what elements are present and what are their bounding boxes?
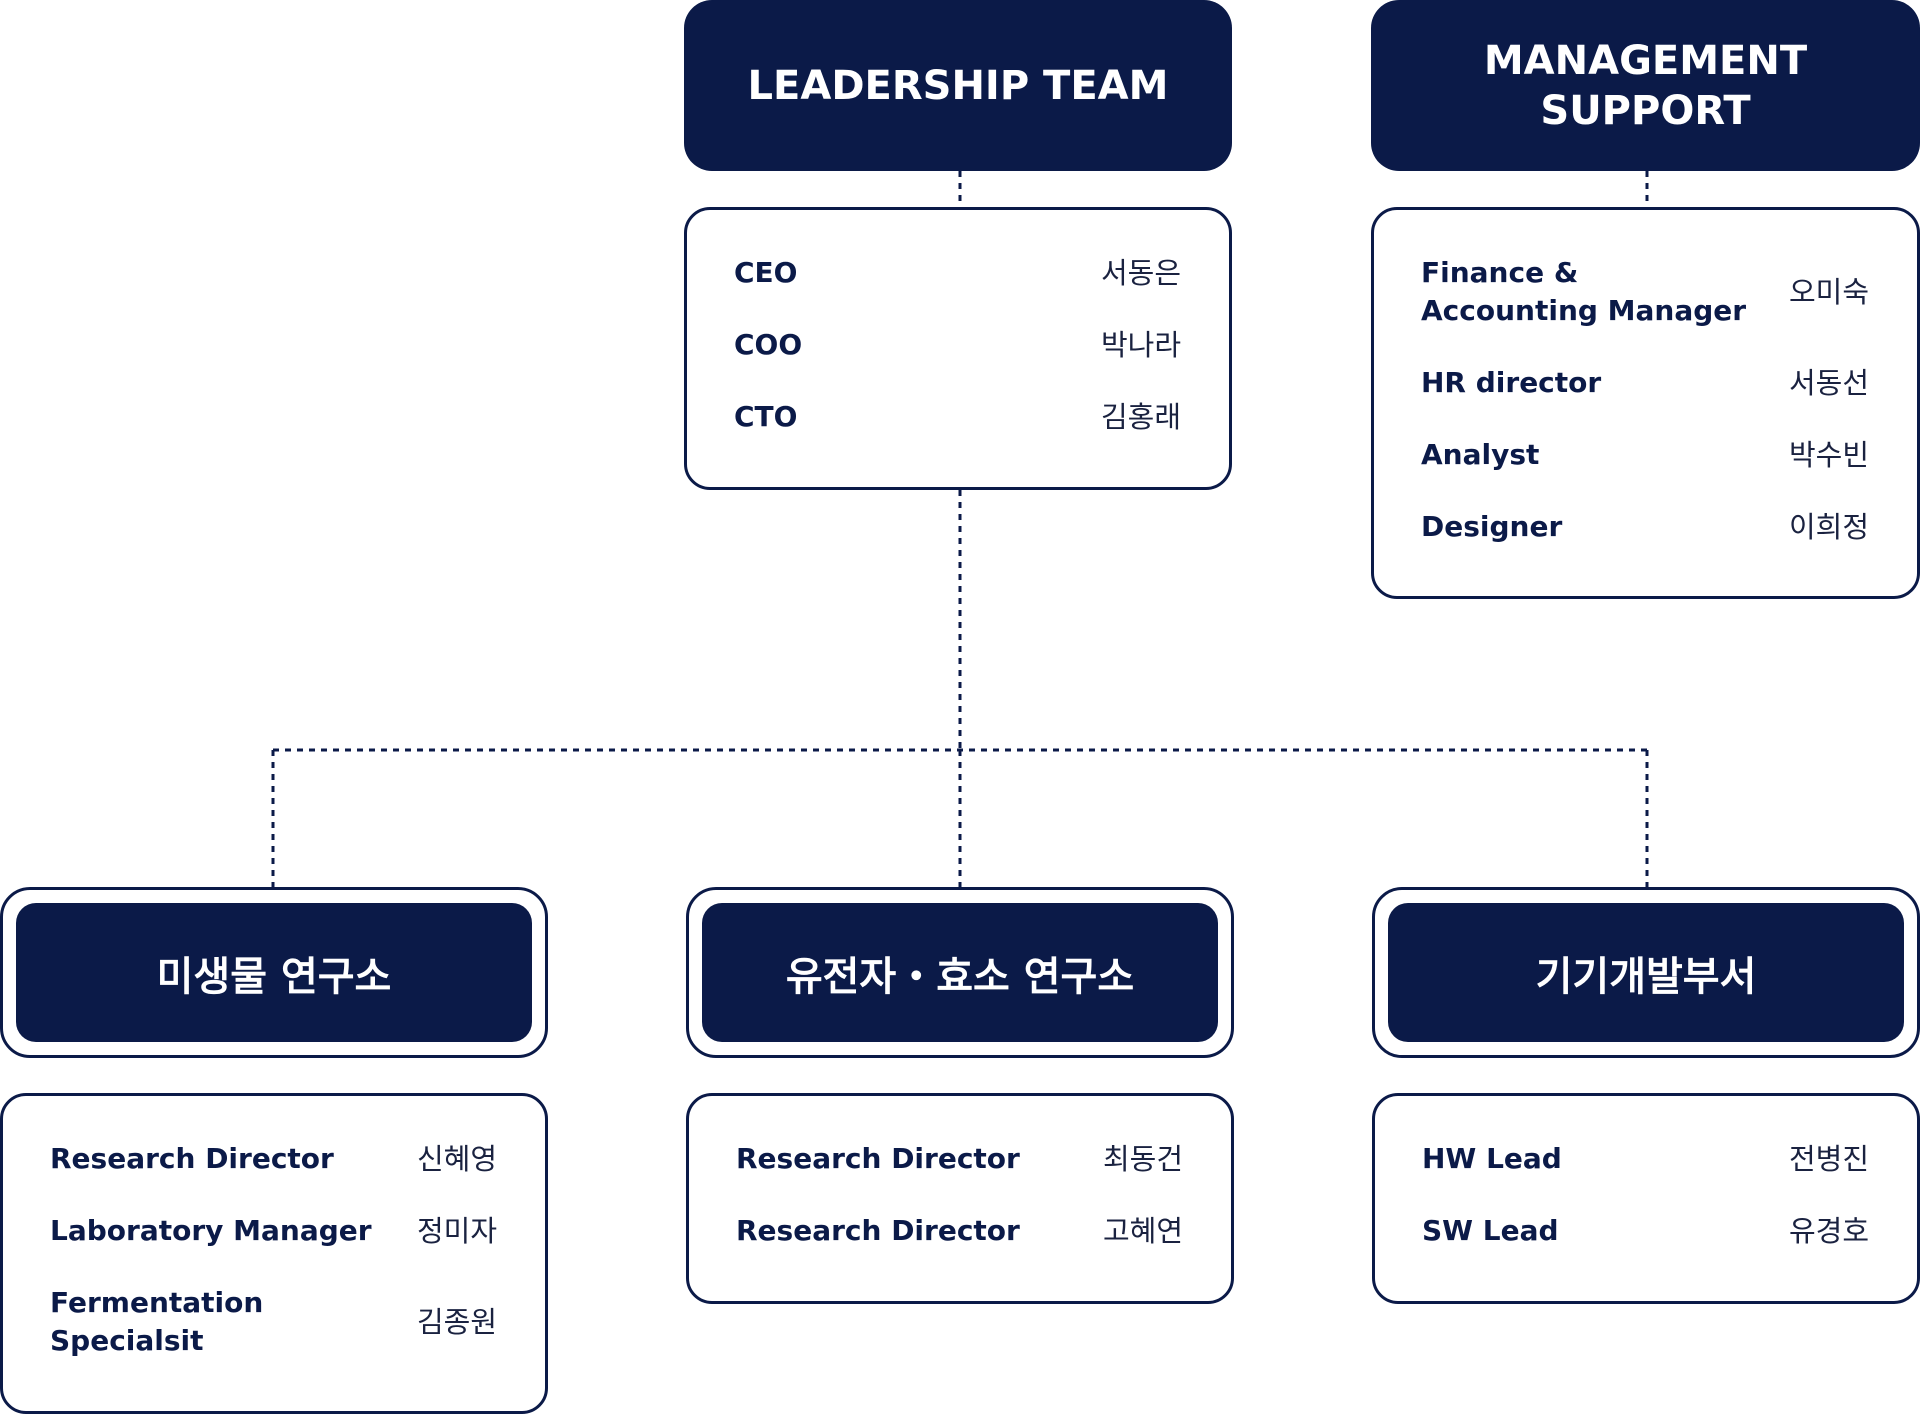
member-role: Fermentation Specialsit xyxy=(50,1284,263,1360)
member-name: 김홍래 xyxy=(1100,400,1181,434)
member-name: 오미숙 xyxy=(1788,275,1869,309)
member-row-ceo: CEO 서동은 xyxy=(734,254,1181,292)
member-row-designer: Designer 이희정 xyxy=(1421,508,1869,546)
department-title: 미생물 연구소 xyxy=(156,953,392,1000)
member-name: 김종원 xyxy=(416,1305,497,1339)
member-role: Finance & Accounting Manager xyxy=(1421,254,1746,330)
department-header-gene-enzyme: 유전자・효소 연구소 xyxy=(686,887,1234,1058)
member-row: Fermentation Specialsit 김종원 xyxy=(50,1284,497,1360)
management-members-box: Finance & Accounting Manager 오미숙 HR dire… xyxy=(1371,207,1920,599)
member-role: COO xyxy=(734,328,803,361)
member-role: HW Lead xyxy=(1422,1142,1562,1175)
management-support-header: MANAGEMENT SUPPORT xyxy=(1371,0,1920,171)
member-row-cto: CTO 김홍래 xyxy=(734,398,1181,436)
member-role: CTO xyxy=(734,400,798,433)
member-name: 박수빈 xyxy=(1788,438,1869,472)
management-support-title-line1: MANAGEMENT xyxy=(1483,37,1808,84)
department-title-box: 유전자・효소 연구소 xyxy=(702,903,1218,1042)
member-row: Research Director 고혜연 xyxy=(736,1212,1183,1250)
member-role: Research Director xyxy=(736,1142,1020,1175)
member-name: 박나라 xyxy=(1100,328,1181,362)
department-header-device-development: 기기개발부서 xyxy=(1372,887,1920,1058)
department-title-box: 미생물 연구소 xyxy=(16,903,532,1042)
member-name: 유경호 xyxy=(1788,1214,1869,1248)
member-role: Designer xyxy=(1421,510,1563,543)
department-title-box: 기기개발부서 xyxy=(1388,903,1904,1042)
member-role-line2: Specialsit xyxy=(50,1324,204,1357)
leadership-team-header: LEADERSHIP TEAM xyxy=(684,0,1232,171)
member-name: 이희정 xyxy=(1788,510,1869,544)
member-name: 전병진 xyxy=(1788,1142,1869,1176)
member-role-line1: Finance & xyxy=(1421,256,1579,289)
department-members-device-development: HW Lead 전병진 SW Lead 유경호 xyxy=(1372,1093,1920,1304)
department-members-gene-enzyme: Research Director 최동건 Research Director … xyxy=(686,1093,1234,1304)
member-name: 신혜영 xyxy=(416,1142,497,1176)
member-row: Laboratory Manager 정미자 xyxy=(50,1212,497,1250)
member-role: Research Director xyxy=(736,1214,1020,1247)
member-row-finance: Finance & Accounting Manager 오미숙 xyxy=(1421,254,1869,330)
member-role: Research Director xyxy=(50,1142,334,1175)
member-role: Analyst xyxy=(1421,438,1540,471)
member-role: Laboratory Manager xyxy=(50,1214,372,1247)
member-row: Research Director 신혜영 xyxy=(50,1140,497,1178)
member-row-hr: HR director 서동선 xyxy=(1421,364,1869,402)
member-name: 고혜연 xyxy=(1102,1214,1183,1248)
member-row-analyst: Analyst 박수빈 xyxy=(1421,436,1869,474)
member-name: 서동은 xyxy=(1100,256,1181,290)
leadership-members-box: CEO 서동은 COO 박나라 CTO 김홍래 xyxy=(684,207,1232,490)
member-role-line1: Fermentation xyxy=(50,1286,264,1319)
leadership-team-title: LEADERSHIP TEAM xyxy=(747,62,1169,109)
member-row: HW Lead 전병진 xyxy=(1422,1140,1869,1178)
member-row: Research Director 최동건 xyxy=(736,1140,1183,1178)
member-role-line2: Accounting Manager xyxy=(1421,294,1747,327)
member-row: SW Lead 유경호 xyxy=(1422,1212,1869,1250)
member-name: 서동선 xyxy=(1788,366,1869,400)
member-role: CEO xyxy=(734,256,798,289)
member-name: 정미자 xyxy=(416,1214,497,1248)
department-header-microbiology: 미생물 연구소 xyxy=(0,887,548,1058)
member-role: SW Lead xyxy=(1422,1214,1559,1247)
department-members-microbiology: Research Director 신혜영 Laboratory Manager… xyxy=(0,1093,548,1414)
member-role: HR director xyxy=(1421,366,1602,399)
department-title: 유전자・효소 연구소 xyxy=(785,953,1135,1000)
member-row-coo: COO 박나라 xyxy=(734,326,1181,364)
management-support-title-line2: SUPPORT xyxy=(1540,87,1751,134)
member-name: 최동건 xyxy=(1102,1142,1183,1176)
department-title: 기기개발부서 xyxy=(1535,953,1757,1000)
